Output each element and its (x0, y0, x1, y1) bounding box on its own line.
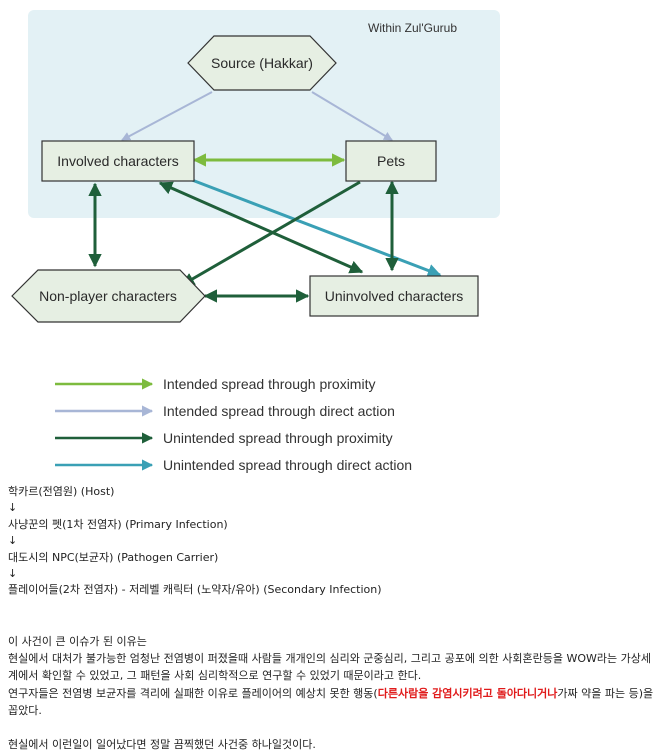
arrow-source-to-pets (311, 91, 393, 141)
explanation: 이 사건이 큰 이슈가 된 이유는 현실에서 대처가 불가능한 엄청난 전염병이… (8, 633, 660, 753)
notes-heading: 이 사건이 큰 이슈가 된 이유는 (8, 635, 147, 648)
node-npc-label: Non-player characters (39, 288, 177, 304)
node-source-label: Source (Hakkar) (211, 55, 313, 71)
spread-diagram: Within Zul'Gurub Source (Hakkar) Involve… (11, 10, 500, 473)
node-source: Source (Hakkar) (187, 35, 337, 91)
notes-p2-highlight: 다른사람을 감염시키려고 돌아다니거나 (377, 686, 558, 700)
notes-closing: 현실에서 이런일이 일어났다면 정말 끔찍했던 사건중 하나일것이다. (8, 738, 316, 752)
node-involved: Involved characters (41, 140, 195, 182)
legend-label-unintended-proximity: Unintended spread through proximity (163, 430, 393, 446)
chain-arrow-2: ↓ (8, 534, 18, 548)
legend-label-intended-proximity: Intended spread through proximity (163, 376, 375, 392)
arrow-source-to-involved (121, 91, 213, 141)
node-involved-label: Involved characters (57, 153, 178, 169)
notes-p2-after: 가짜 약을 파는 등)을 꼽았다. (8, 686, 654, 717)
notes-paragraph-2: 연구자들은 전염병 보균자를 격리에 실패한 이유로 플레이어의 예상치 못한 … (8, 685, 660, 719)
chain-primary: 사냥꾼의 펫(1차 전염자) (Primary Infection) (8, 517, 228, 531)
node-npc: Non-player characters (11, 269, 206, 323)
notes-paragraph-1: 현실에서 대처가 불가능한 엄청난 전염병이 퍼졌을때 사람들 개개인의 심리와… (8, 652, 651, 683)
notes-p2-before: 연구자들은 전염병 보균자를 격리에 실패한 이유로 플레이어의 예상치 못한 … (8, 686, 378, 700)
chain-arrow-1: ↓ (8, 501, 18, 515)
legend: Intended spread through proximity Intend… (55, 376, 412, 473)
chain-arrow-3: ↓ (8, 567, 18, 581)
arrow-involved-uninvolved (158, 181, 364, 274)
legend-label-unintended-direct: Unintended spread through direct action (163, 457, 412, 473)
infection-chain: 학카르(전염원) (Host) ↓ 사냥꾼의 펫(1차 전염자) (Primar… (8, 484, 658, 599)
node-pets-label: Pets (377, 153, 405, 169)
node-uninvolved: Uninvolved characters (309, 275, 479, 317)
legend-label-intended-direct: Intended spread through direct action (163, 403, 395, 419)
zone-label: Within Zul'Gurub (368, 21, 457, 35)
node-pets: Pets (345, 140, 437, 182)
node-uninvolved-label: Uninvolved characters (325, 288, 464, 304)
chain-carrier: 대도시의 NPC(보균자) (Pathogen Carrier) (8, 550, 219, 564)
chain-host: 학카르(전염원) (Host) (8, 485, 115, 498)
chain-secondary: 플레이어들(2차 전염자) - 저레벨 캐릭터 (노약자/유아) (Second… (8, 583, 382, 597)
